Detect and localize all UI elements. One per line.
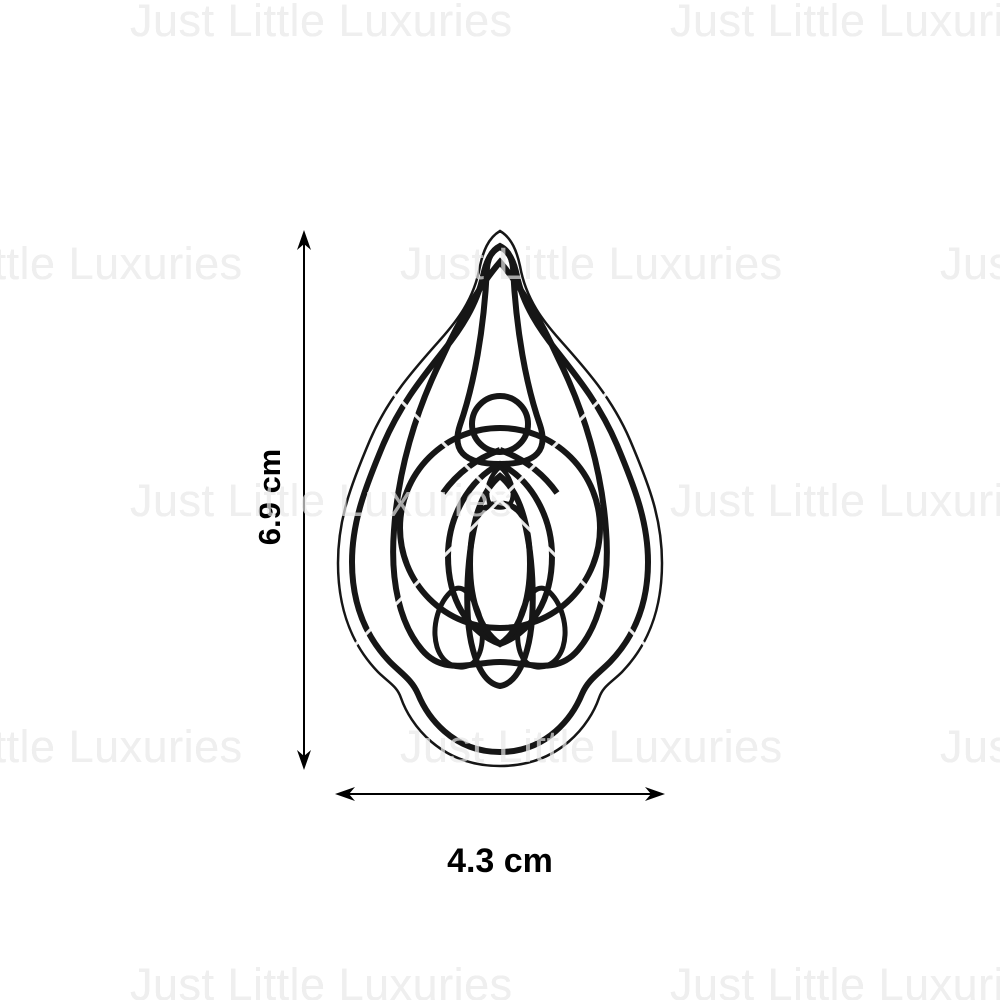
height-dimension-label: 6.9 cm	[252, 448, 287, 546]
glans-circle	[469, 393, 531, 455]
inner-oval	[444, 460, 556, 648]
width-dimension-arrow	[335, 787, 665, 801]
width-dimension-label: 4.3 cm	[447, 842, 553, 880]
height-dimension-arrow	[297, 230, 311, 770]
vestibule-circle	[397, 425, 603, 631]
